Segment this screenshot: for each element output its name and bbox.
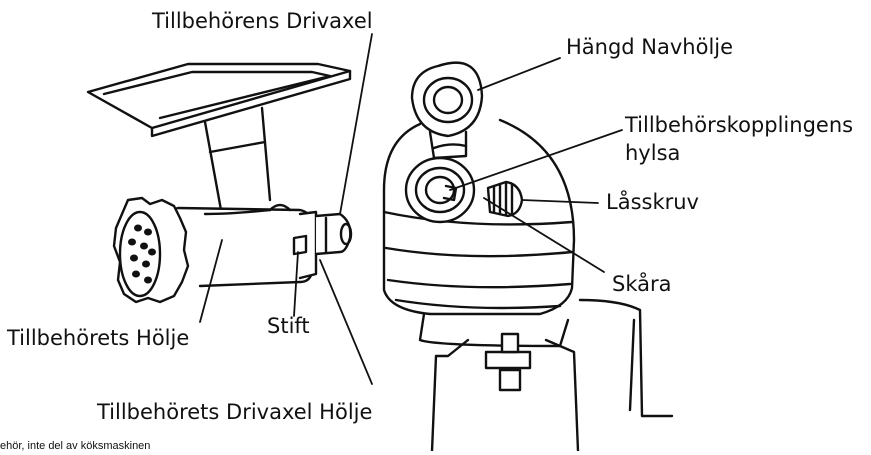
leader-lines	[199, 33, 623, 385]
leader-hub-cover	[477, 57, 561, 91]
leader-coupling-socket	[449, 129, 623, 191]
footnote: ehör, inte del av köksmaskinen	[0, 440, 151, 452]
leader-housing	[199, 239, 223, 323]
label-drive-shaft: Tillbehörens Drivaxel	[152, 9, 373, 33]
leader-locking-knob	[521, 199, 599, 204]
label-coupling-socket-line2: hylsa	[625, 141, 681, 165]
label-coupling-socket-line1: Tillbehörskopplingens	[625, 113, 854, 137]
leader-drive-shaft	[339, 33, 373, 215]
label-locking-knob: Låsskruv	[606, 190, 699, 214]
label-shaft-housing: Tillbehörets Drivaxel Hölje	[97, 400, 373, 424]
leader-shaft-housing	[319, 259, 373, 385]
leader-notch	[483, 197, 605, 273]
label-hinged-hub-cover: Hängd Navhölje	[566, 35, 734, 59]
attachment-illustration	[86, 62, 353, 304]
label-notch: Skåra	[612, 272, 672, 296]
mixer-head-illustration	[382, 61, 674, 453]
label-pin: Stift	[267, 314, 310, 338]
leader-pin	[293, 251, 299, 317]
label-housing: Tillbehörets Hölje	[7, 326, 190, 350]
